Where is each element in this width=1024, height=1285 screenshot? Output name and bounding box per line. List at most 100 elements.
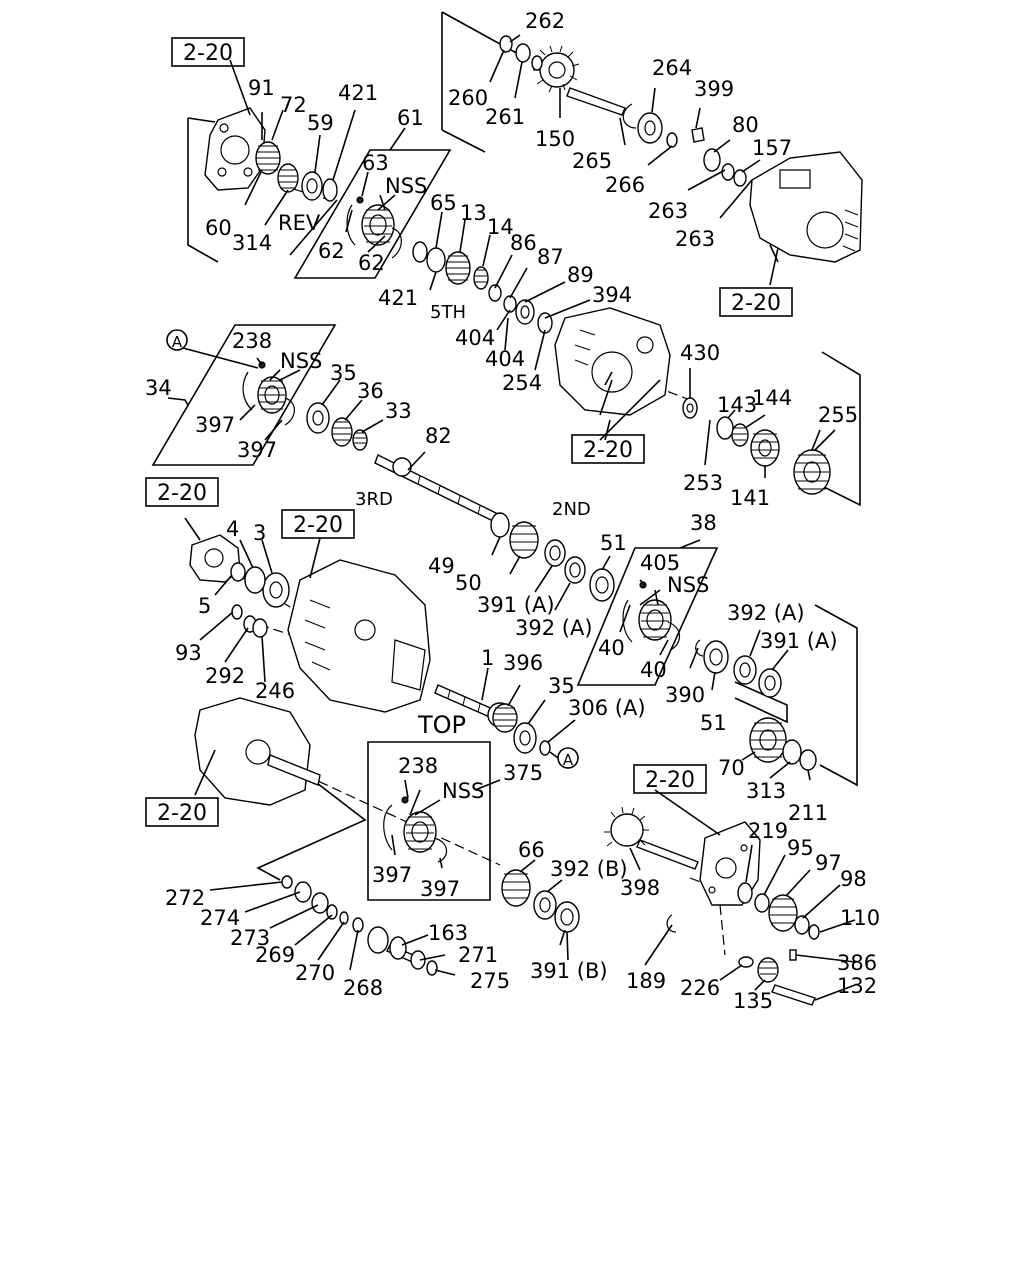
- bracket-line: [814, 604, 858, 787]
- label-62a: 62: [318, 239, 345, 263]
- gear-141: [750, 429, 780, 467]
- label-263a: 263: [648, 199, 688, 223]
- gear-255: [793, 449, 831, 495]
- parts-top-right: [499, 35, 747, 187]
- ring-392a: [564, 556, 586, 584]
- gear-51a: [589, 568, 615, 602]
- ring-87: [503, 295, 517, 313]
- label-95: 95: [787, 836, 814, 860]
- label-80: 80: [732, 113, 759, 137]
- label-51b: 51: [700, 711, 727, 735]
- part-labels: 262 260 261 150 264 399 265 266 80 157 2…: [145, 9, 880, 1013]
- label-98: 98: [840, 867, 867, 891]
- label-270: 270: [295, 961, 335, 985]
- label-274: 274: [200, 906, 240, 930]
- circle-marker-a-1: A: [166, 329, 188, 351]
- label-272: 272: [165, 886, 205, 910]
- gear-51b: [703, 640, 729, 674]
- ring-3: [262, 572, 290, 608]
- ring-391b: [554, 901, 580, 933]
- label-135: 135: [733, 989, 773, 1013]
- label-70: 70: [718, 756, 745, 780]
- tag-nss-2: NSS: [280, 349, 322, 373]
- ring-391a2: [758, 668, 782, 698]
- gear-13-5th: [445, 251, 471, 285]
- svg-text:2-20: 2-20: [157, 801, 207, 826]
- bracket-line: [187, 118, 219, 263]
- synchro-61: [346, 196, 402, 259]
- label-264: 264: [652, 56, 692, 80]
- axis-line: [304, 774, 501, 866]
- label-89: 89: [567, 263, 594, 287]
- ref-box-6: 2-20: [145, 797, 219, 827]
- label-211: 211: [788, 801, 828, 825]
- label-189: 189: [626, 969, 666, 993]
- ref-box-2: 2-20: [719, 287, 793, 317]
- transmission-case-center: [287, 559, 431, 713]
- label-87: 87: [537, 245, 564, 269]
- bracket-line: [819, 351, 861, 507]
- label-404a: 404: [455, 326, 495, 350]
- label-150: 150: [535, 127, 575, 151]
- ring-4: [244, 566, 266, 594]
- axis-line: [611, 369, 691, 401]
- label-391b: 391 (B): [530, 959, 608, 983]
- label-262: 262: [525, 9, 565, 33]
- housing-top-right: [749, 151, 863, 263]
- label-35b: 35: [548, 674, 575, 698]
- tag-5th: 5TH: [430, 302, 466, 323]
- group-frame-61: [293, 149, 452, 279]
- label-132: 132: [837, 974, 877, 998]
- label-238b: 238: [398, 754, 438, 778]
- label-397c: 397: [372, 863, 412, 887]
- gear-313: [782, 739, 802, 765]
- ring-390: [695, 639, 704, 657]
- label-51a: 51: [600, 531, 627, 555]
- label-397d: 397: [420, 877, 460, 901]
- label-14: 14: [487, 215, 514, 239]
- label-62b: 62: [358, 251, 385, 275]
- ref-box-4: 2-20: [145, 477, 219, 507]
- label-397a: 397: [195, 413, 235, 437]
- housing-lower-left: [194, 697, 321, 806]
- label-60: 60: [205, 216, 232, 240]
- label-421b: 421: [378, 286, 418, 310]
- gear-421b: [412, 241, 446, 273]
- synchro-38: [622, 581, 681, 651]
- bracket-line: [256, 769, 367, 881]
- label-269: 269: [255, 943, 295, 967]
- gear-314: [277, 163, 299, 193]
- leader-lines: [167, 34, 856, 1001]
- bearing-89: [515, 299, 535, 325]
- svg-text:2-20: 2-20: [583, 438, 633, 463]
- circle-marker-a-2: A: [557, 747, 579, 769]
- rings-272-275: [281, 875, 438, 976]
- gear-36: [331, 417, 353, 447]
- label-33: 33: [385, 399, 412, 423]
- label-265: 265: [572, 149, 612, 173]
- label-255: 255: [818, 403, 858, 427]
- label-275: 275: [470, 969, 510, 993]
- label-397b: 397: [237, 438, 277, 462]
- label-292: 292: [205, 664, 245, 688]
- gear-66: [501, 869, 531, 907]
- gears-219-110: [737, 882, 820, 940]
- label-163: 163: [428, 921, 468, 945]
- housing-middle: [554, 307, 671, 416]
- bearing-59: [301, 171, 323, 201]
- label-391a2: 391 (A): [760, 629, 838, 653]
- label-66: 66: [518, 838, 545, 862]
- label-40b: 40: [640, 658, 667, 682]
- ring-93-292-246: [231, 604, 268, 638]
- gear-72-rev: [255, 141, 281, 175]
- ring-391a: [544, 539, 566, 567]
- label-405: 405: [640, 551, 680, 575]
- label-396: 396: [503, 651, 543, 675]
- svg-text:2-20: 2-20: [645, 768, 695, 793]
- washer-86: [488, 284, 502, 302]
- gear-35b: [513, 722, 537, 754]
- label-63: 63: [362, 151, 389, 175]
- label-82: 82: [425, 424, 452, 448]
- label-61: 61: [397, 106, 424, 130]
